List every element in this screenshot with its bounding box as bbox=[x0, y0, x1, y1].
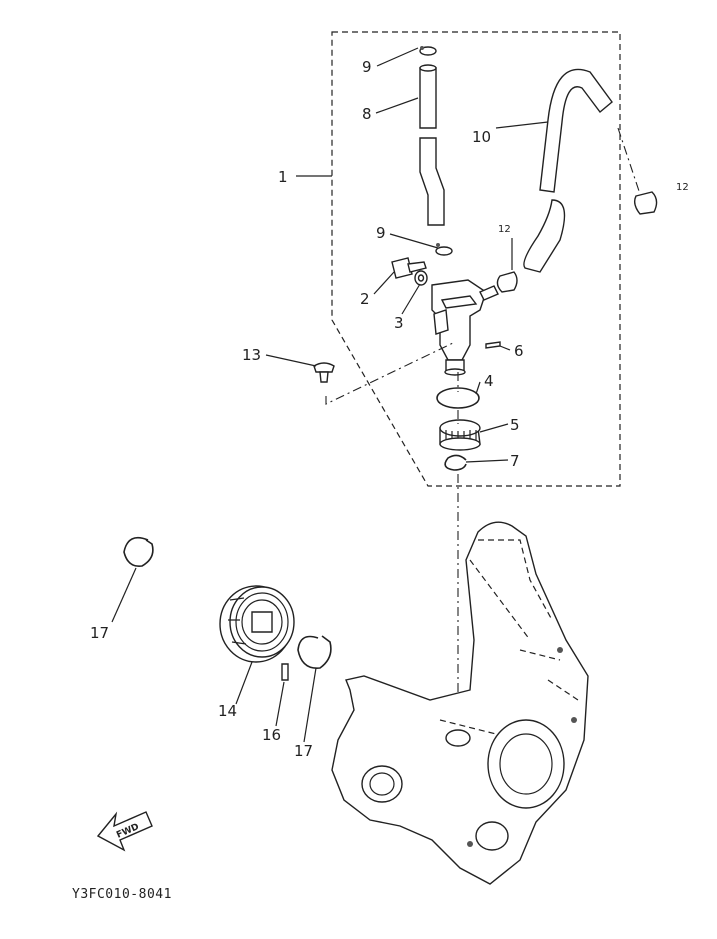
callout-17-right: 17 bbox=[294, 742, 313, 760]
drive-gear bbox=[439, 419, 481, 451]
callout-2: 2 bbox=[360, 290, 370, 308]
o-ring bbox=[436, 387, 480, 409]
hose-axis bbox=[617, 127, 641, 195]
callout-5: 5 bbox=[510, 416, 520, 434]
pulley bbox=[219, 585, 295, 663]
hose-fitting-left bbox=[496, 271, 518, 293]
forward-direction-arrow: FWD bbox=[96, 811, 153, 852]
assembly-boundary bbox=[331, 31, 621, 487]
leader-lines bbox=[111, 47, 549, 743]
circlip-left bbox=[123, 536, 154, 568]
crankcase-cover bbox=[331, 521, 589, 885]
drawing-code: Y3FC010-8041 bbox=[72, 887, 172, 902]
callout-7: 7 bbox=[510, 452, 520, 470]
callout-10: 10 bbox=[472, 128, 491, 146]
bolt bbox=[391, 257, 427, 279]
callout-16: 16 bbox=[262, 726, 281, 744]
hose-clip-top bbox=[419, 46, 437, 56]
hose-upper bbox=[419, 64, 445, 226]
circlip bbox=[444, 454, 467, 471]
callout-9-bottom: 9 bbox=[376, 224, 386, 242]
callout-12-right: 12 bbox=[676, 182, 689, 193]
callout-17-left: 17 bbox=[90, 624, 109, 642]
hose-clip-bottom bbox=[435, 243, 453, 256]
callout-14: 14 bbox=[218, 702, 237, 720]
callout-1: 1 bbox=[278, 168, 288, 186]
circlip-right bbox=[297, 635, 332, 669]
callout-12-left: 12 bbox=[498, 224, 511, 235]
screw-guide-line bbox=[325, 341, 456, 405]
callout-13: 13 bbox=[242, 346, 261, 364]
hose-curved bbox=[523, 68, 613, 273]
callout-4: 4 bbox=[484, 372, 494, 390]
callout-3: 3 bbox=[394, 314, 404, 332]
callout-8: 8 bbox=[362, 105, 372, 123]
pin bbox=[485, 341, 501, 349]
pump-housing bbox=[431, 279, 499, 376]
dowel-pin bbox=[281, 663, 289, 681]
hose-fitting-right bbox=[633, 191, 658, 215]
screw bbox=[313, 362, 335, 383]
callout-6: 6 bbox=[514, 342, 524, 360]
callout-9-top: 9 bbox=[362, 58, 372, 76]
washer bbox=[414, 270, 428, 286]
